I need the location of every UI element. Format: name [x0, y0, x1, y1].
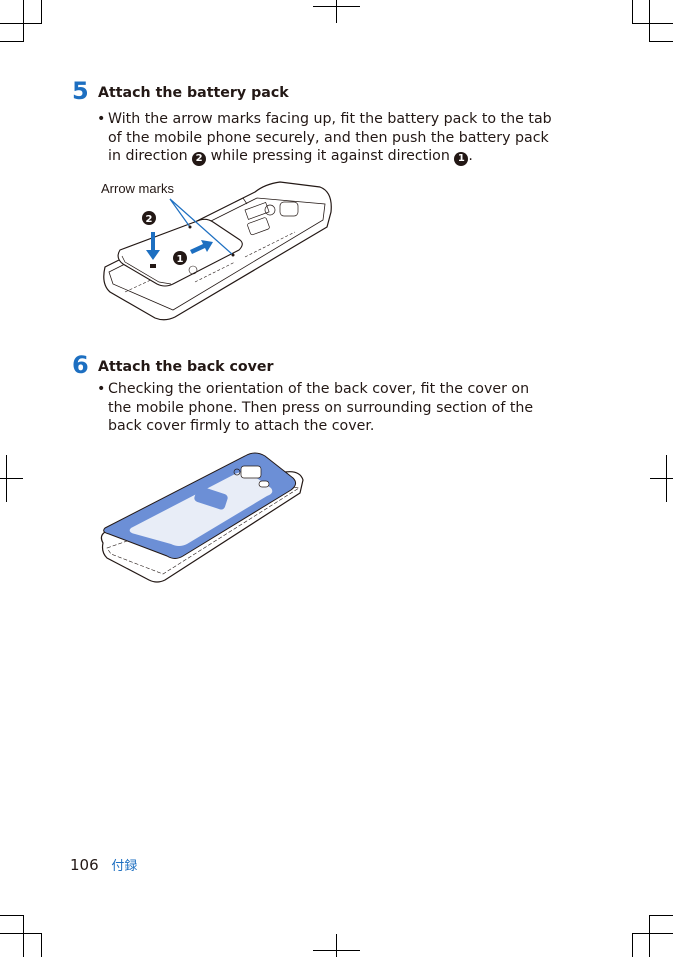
marker-1-icon: 1 [454, 152, 469, 166]
bullet-icon: • [97, 381, 106, 397]
marker-2-icon [142, 211, 156, 225]
step-title: Attach the back cover [98, 359, 274, 375]
page-number: 106 [70, 856, 99, 874]
svg-text:1: 1 [177, 254, 184, 265]
step-instruction: • Checking the orientation of the back c… [97, 381, 534, 434]
battery-insertion-figure: Arrow marks 2 1 [95, 172, 345, 332]
step-number: 6 [72, 351, 89, 379]
step-title: Attach the battery pack [98, 85, 289, 101]
page-footer: 106 付録 [70, 855, 137, 874]
arrow-marks-label: Arrow marks [101, 181, 174, 196]
section-name: 付録 [111, 859, 138, 874]
back-cover-figure [95, 448, 315, 588]
phone-back-cover-illustration [100, 452, 304, 583]
svg-text:2: 2 [146, 214, 153, 225]
step-number: 5 [72, 77, 89, 105]
phone-battery-illustration: 2 1 [103, 181, 332, 321]
bullet-icon: • [97, 111, 106, 127]
marker-1-icon [173, 251, 187, 265]
marker-2-icon: 2 [192, 152, 207, 166]
step-instruction: • With the arrow marks facing up, fit th… [97, 111, 552, 166]
